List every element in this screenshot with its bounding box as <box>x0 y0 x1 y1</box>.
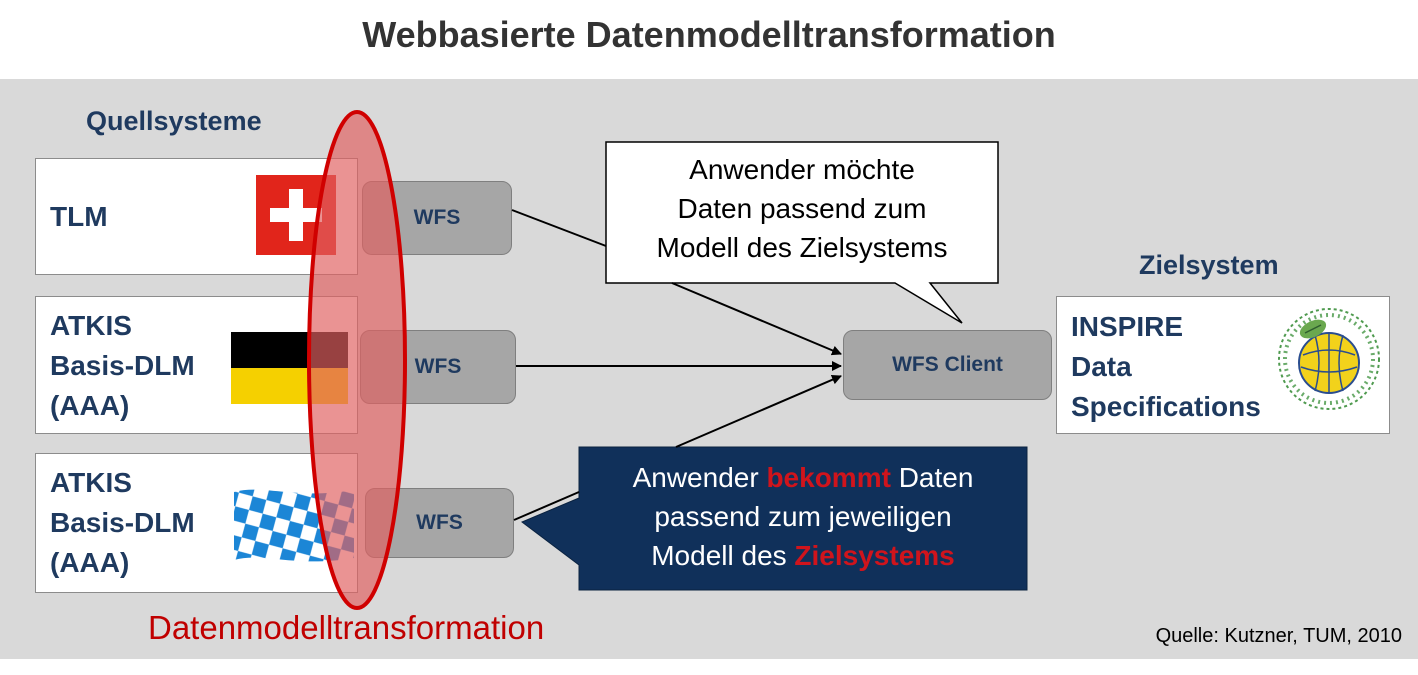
arrow-wfs3-to-client <box>675 374 842 448</box>
transformation-label: Datenmodelltransformation <box>148 609 545 646</box>
target-label: INSPIRE Data Specifications <box>1071 311 1261 422</box>
page-title: Webbasierte Datenmodelltransformation <box>362 14 1056 55</box>
source-credit: Quelle: Kutzner, TUM, 2010 <box>1155 625 1402 647</box>
arrow-wfs1-to-client <box>671 282 842 356</box>
arrow-wfs3-segment-a <box>513 491 580 521</box>
callout-top-text: Anwender möchte Daten passend zum Modell… <box>656 154 948 263</box>
source-label-atkis-de: ATKIS Basis-DLM (AAA) <box>50 310 195 421</box>
callout-bottom-text: Anwender bekommt Daten passend zum jewei… <box>632 462 974 571</box>
target-heading: Zielsystem <box>1139 250 1279 280</box>
source-label-atkis-by: ATKIS Basis-DLM (AAA) <box>50 467 195 578</box>
sources-heading: Quellsysteme <box>86 106 262 136</box>
arrow-wfs1-segment-a <box>511 209 607 247</box>
source-label-tlm: TLM <box>50 201 108 232</box>
target-box-inspire: INSPIRE Data Specifications <box>1056 296 1390 434</box>
inspire-logo-icon <box>1278 308 1380 410</box>
wfs-client-box: WFS Client <box>843 330 1052 400</box>
